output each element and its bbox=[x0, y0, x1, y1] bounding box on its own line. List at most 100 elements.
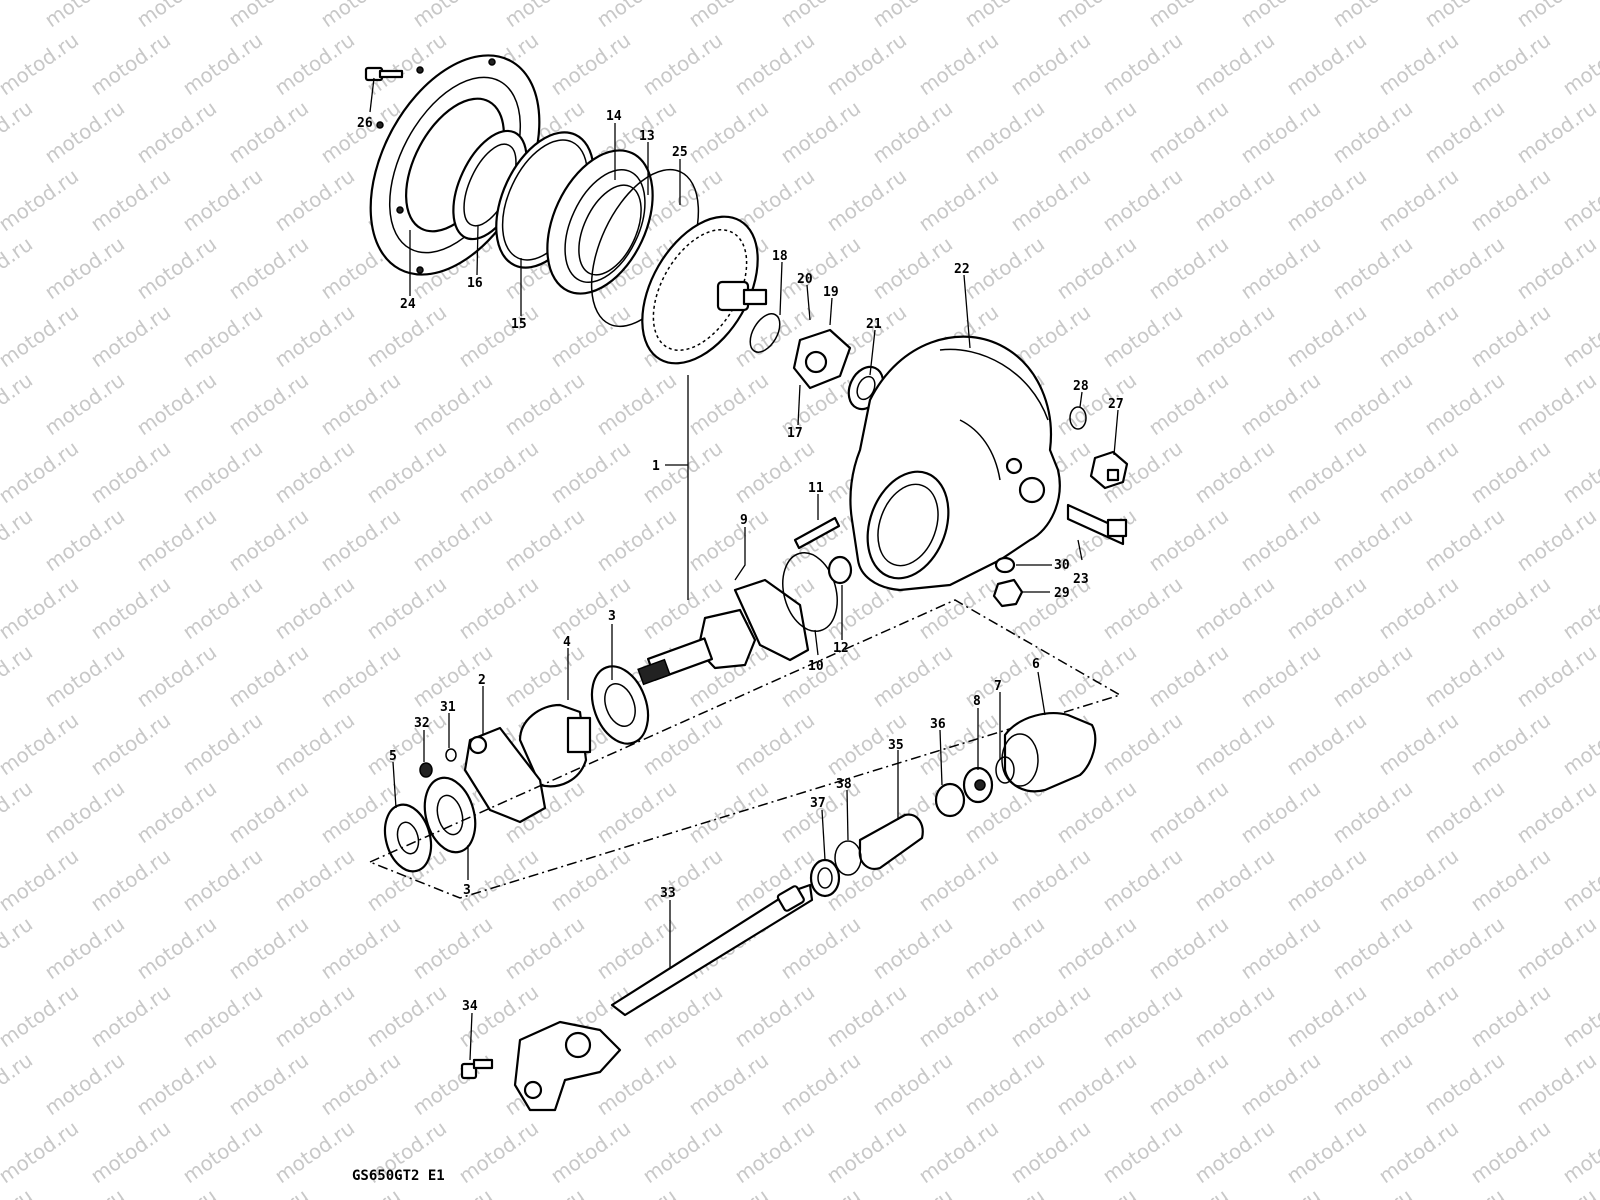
watermark-text: motod.ru bbox=[730, 436, 819, 508]
watermark-text: motod.ru bbox=[0, 1116, 83, 1188]
watermark-text: motod.ru bbox=[1190, 164, 1279, 236]
filler-plug bbox=[992, 578, 1024, 608]
watermark-text: motod.ru bbox=[684, 504, 773, 576]
drain-plug bbox=[1089, 450, 1129, 490]
callout-29: 29 bbox=[1054, 586, 1070, 601]
watermark-text: motod.ru bbox=[546, 572, 635, 644]
watermark-text: motod.ru bbox=[40, 368, 129, 440]
watermark-text: motod.ru bbox=[1006, 844, 1095, 916]
watermark-text: motod.ru bbox=[1374, 708, 1463, 780]
watermark-text: motod.ru bbox=[178, 844, 267, 916]
coupler-8 bbox=[962, 766, 994, 804]
watermark-text: motod.ru bbox=[776, 232, 865, 304]
watermark-text: motod.ru bbox=[1282, 844, 1371, 916]
watermark-text: motod.ru bbox=[40, 776, 129, 848]
watermark-text: motod.ru bbox=[40, 96, 129, 168]
watermark-text: motod.ru bbox=[868, 232, 957, 304]
bearing-stopper bbox=[792, 328, 852, 390]
watermark-text: motod.ru bbox=[178, 980, 267, 1052]
watermark-text: motod.ru bbox=[0, 368, 37, 440]
watermark-text: motod.ru bbox=[40, 504, 129, 576]
watermark-text: motod.ru bbox=[960, 0, 1049, 32]
watermark-text: motod.ru bbox=[1098, 28, 1187, 100]
watermark-text: motod.ru bbox=[454, 436, 543, 508]
watermark-text: motod.ru bbox=[638, 708, 727, 780]
watermark-text: motod.ru bbox=[868, 0, 957, 32]
callout-23: 23 bbox=[1073, 572, 1089, 587]
watermark-text: motod.ru bbox=[40, 1048, 129, 1120]
watermark-text: motod.ru bbox=[1558, 28, 1600, 100]
watermark-text: motod.ru bbox=[914, 1116, 1003, 1188]
watermark-text: motod.ru bbox=[178, 436, 267, 508]
watermark-text: motod.ru bbox=[500, 368, 589, 440]
callout-33: 33 bbox=[660, 886, 676, 901]
watermark-text: motod.ru bbox=[1512, 504, 1600, 576]
watermark-text: motod.ru bbox=[132, 96, 221, 168]
watermark-text: motod.ru bbox=[86, 164, 175, 236]
watermark-text: motod.ru bbox=[1374, 980, 1463, 1052]
watermark-text: motod.ru bbox=[0, 504, 37, 576]
bearing-case bbox=[518, 703, 592, 788]
watermark-text: motod.ru bbox=[1374, 28, 1463, 100]
watermark-text: motod.ru bbox=[0, 708, 83, 780]
watermark-text: motod.ru bbox=[1420, 640, 1509, 712]
watermark-text: motod.ru bbox=[132, 640, 221, 712]
watermark-text: motod.ru bbox=[1420, 96, 1509, 168]
callout-14: 14 bbox=[606, 109, 622, 124]
watermark-text: motod.ru bbox=[1466, 436, 1555, 508]
watermark-text: motod.ru bbox=[730, 708, 819, 780]
o-ring-large bbox=[782, 552, 838, 632]
watermark-text: motod.ru bbox=[1144, 0, 1233, 32]
watermark-text: motod.ru bbox=[0, 844, 83, 916]
boot-35 bbox=[858, 813, 924, 870]
watermark-text: motod.ru bbox=[1098, 164, 1187, 236]
watermark-text: motod.ru bbox=[224, 640, 313, 712]
filler-washer bbox=[994, 556, 1016, 574]
watermark-text: motod.ru bbox=[270, 164, 359, 236]
watermark-text: motod.ru bbox=[1512, 776, 1600, 848]
watermark-text: motod.ru bbox=[500, 1184, 589, 1200]
watermark-text: motod.ru bbox=[546, 300, 635, 372]
watermark-text: motod.ru bbox=[1328, 776, 1417, 848]
callout-22: 22 bbox=[954, 262, 970, 277]
watermark-text: motod.ru bbox=[316, 640, 405, 712]
pinion-bearing bbox=[590, 665, 650, 745]
watermark-text: motod.ru bbox=[1420, 1184, 1509, 1200]
watermark-text: motod.ru bbox=[1420, 776, 1509, 848]
watermark-text: motod.ru bbox=[86, 300, 175, 372]
watermark-text: motod.ru bbox=[1420, 232, 1509, 304]
callout-20: 20 bbox=[797, 272, 813, 287]
callout-16: 16 bbox=[467, 276, 483, 291]
callout-26: 26 bbox=[357, 116, 373, 131]
watermark-text: motod.ru bbox=[316, 912, 405, 984]
callout-28: 28 bbox=[1073, 379, 1089, 394]
bearing-housing-flange bbox=[463, 726, 547, 824]
watermark-text: motod.ru bbox=[86, 436, 175, 508]
watermark-text: motod.ru bbox=[546, 28, 635, 100]
watermark-text: motod.ru bbox=[316, 1048, 405, 1120]
callout-38: 38 bbox=[836, 777, 852, 792]
watermark-text: motod.ru bbox=[40, 912, 129, 984]
watermark-text: motod.ru bbox=[1236, 912, 1325, 984]
watermark-text: motod.ru bbox=[224, 504, 313, 576]
callout-18: 18 bbox=[772, 249, 788, 264]
watermark-text: motod.ru bbox=[638, 844, 727, 916]
watermark-text: motod.ru bbox=[1190, 980, 1279, 1052]
watermark-text: motod.ru bbox=[1236, 1048, 1325, 1120]
watermark-text: motod.ru bbox=[1236, 640, 1325, 712]
watermark-text: motod.ru bbox=[362, 436, 451, 508]
spacer-ring bbox=[749, 313, 781, 353]
watermark-text: motod.ru bbox=[1328, 1048, 1417, 1120]
watermark-text: motod.ru bbox=[822, 980, 911, 1052]
watermark-text: motod.ru bbox=[914, 28, 1003, 100]
watermark-text: motod.ru bbox=[776, 96, 865, 168]
watermark-text: motod.ru bbox=[500, 640, 589, 712]
watermark-text: motod.ru bbox=[500, 0, 589, 32]
callout-5: 5 bbox=[389, 749, 397, 764]
watermark-text: motod.ru bbox=[0, 776, 37, 848]
watermark-text: motod.ru bbox=[1282, 572, 1371, 644]
watermark-text: motod.ru bbox=[1236, 96, 1325, 168]
watermark-text: motod.ru bbox=[270, 1116, 359, 1188]
watermark-text: motod.ru bbox=[1052, 640, 1141, 712]
watermark-text: motod.ru bbox=[638, 1116, 727, 1188]
